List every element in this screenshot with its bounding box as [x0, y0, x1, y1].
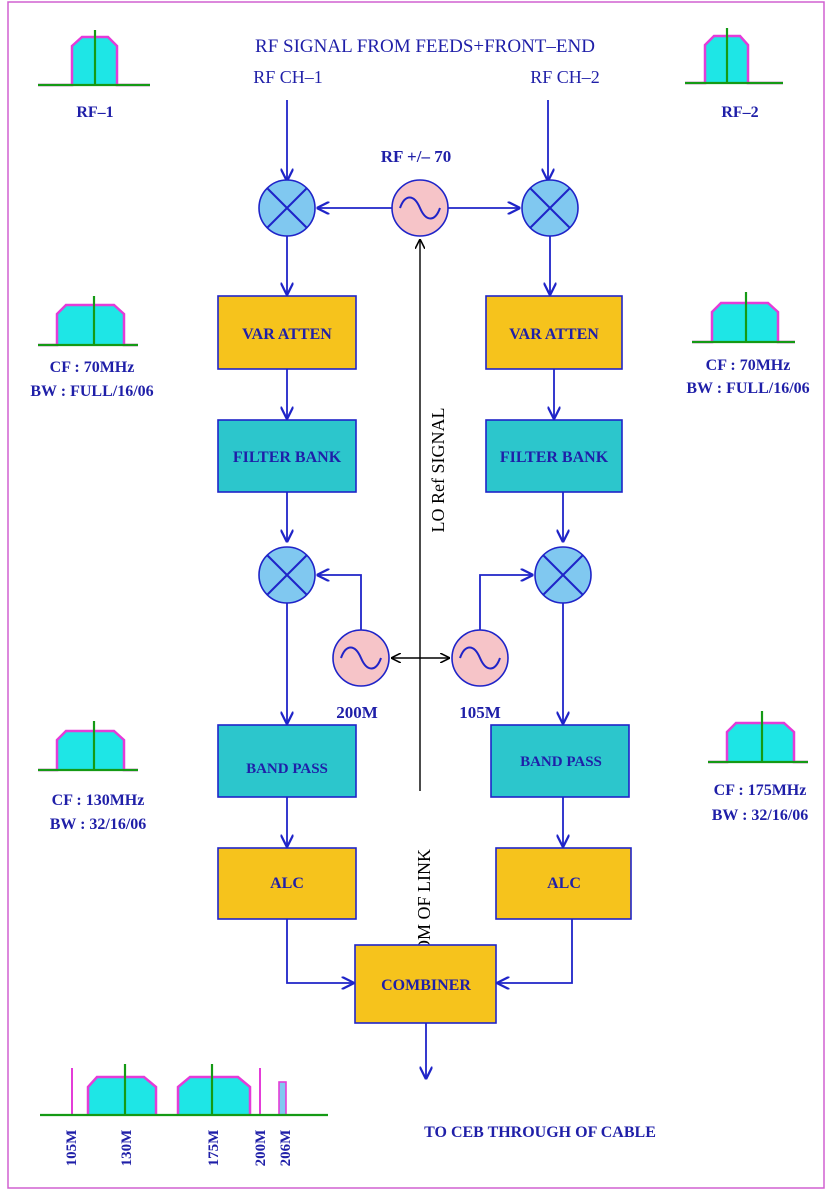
spectrum-if-left: CF : 70MHz BW : FULL/16/06: [30, 296, 154, 400]
bp-left-bw: BW : 32/16/06: [50, 816, 147, 833]
band-pass-right-label: BAND PASS: [520, 754, 602, 770]
lo-200m-label: 200M: [336, 703, 378, 722]
lo-ref-upper-label: LO Ref SIGNAL: [428, 408, 448, 533]
rf-ch1-label: RF CH–1: [253, 67, 323, 87]
band-pass-left: BAND PASS: [217, 724, 357, 798]
band-pass-left-label: BAND PASS: [246, 761, 328, 777]
combiner-label: COMBINER: [381, 977, 471, 994]
if-right-cf: CF : 70MHz: [706, 357, 791, 374]
freq-105m: 105M: [64, 1130, 80, 1167]
oscillator-200m: [332, 629, 390, 687]
rf1-label: RF–1: [76, 104, 113, 121]
lo-ref-lower-label: FROM OF LINK: [414, 849, 434, 975]
wire-200m-mixer: [318, 575, 362, 630]
lo-105m-label: 105M: [459, 703, 501, 722]
filter-bank-left: FILTER BANK: [217, 419, 357, 493]
var-atten-right-label: VAR ATTEN: [509, 326, 599, 343]
wire-alc-combiner-right: [498, 919, 573, 983]
freq-130m: 130M: [119, 1130, 135, 1167]
band-pass-right: BAND PASS: [490, 724, 630, 798]
alc-right-label: ALC: [547, 875, 581, 892]
alc-left: ALC: [217, 847, 357, 920]
spectrum-if-right: CF : 70MHz BW : FULL/16/06: [686, 292, 810, 397]
oscillator-lo1: [391, 179, 449, 237]
filter-bank-right: FILTER BANK: [485, 419, 623, 493]
mixer-2-left: [258, 546, 316, 604]
bp-right-bw: BW : 32/16/06: [712, 807, 809, 824]
bp-left-cf: CF : 130MHz: [52, 792, 145, 809]
mixer-1-left: [258, 179, 316, 237]
alc-right: ALC: [495, 847, 632, 920]
filter-bank-left-label: FILTER BANK: [233, 449, 342, 466]
spectrum-rf2: RF–2: [685, 28, 783, 121]
freq-200m: 200M: [253, 1130, 269, 1167]
filter-bank-right-label: FILTER BANK: [500, 449, 609, 466]
mixer-1-right: [521, 179, 579, 237]
if-left-bw: BW : FULL/16/06: [30, 383, 153, 400]
if-right-bw: BW : FULL/16/06: [686, 380, 809, 397]
var-atten-left-label: VAR ATTEN: [242, 326, 332, 343]
if-left-cf: CF : 70MHz: [50, 359, 135, 376]
mixer-2-right: [534, 546, 592, 604]
rf-ch2-label: RF CH–2: [530, 67, 600, 87]
freq-175m: 175M: [206, 1130, 222, 1167]
header-title: RF SIGNAL FROM FEEDS+FRONT–END: [255, 36, 595, 57]
wire-alc-combiner-left: [286, 919, 353, 983]
spectrum-rf1: RF–1: [38, 30, 150, 121]
output-spectrum: 105M 130M 175M 200M 206M: [40, 1064, 328, 1166]
bp-right-cf: CF : 175MHz: [714, 782, 807, 799]
page-border: [7, 1, 825, 1189]
var-atten-left: VAR ATTEN: [217, 295, 357, 370]
output-label: TO CEB THROUGH OF CABLE: [424, 1124, 656, 1141]
var-atten-right: VAR ATTEN: [485, 295, 623, 370]
alc-left-label: ALC: [270, 875, 304, 892]
rf2-label: RF–2: [721, 104, 758, 121]
spectrum-bp-left: CF : 130MHz BW : 32/16/06: [38, 721, 146, 833]
wire-105m-mixer: [479, 575, 532, 630]
combiner: COMBINER: [354, 944, 497, 1024]
freq-206m: 206M: [278, 1130, 294, 1167]
spectrum-bp-right: CF : 175MHz BW : 32/16/06: [708, 711, 808, 824]
oscillator-105m: [451, 629, 509, 687]
lo1-label: RF +/– 70: [381, 147, 451, 166]
